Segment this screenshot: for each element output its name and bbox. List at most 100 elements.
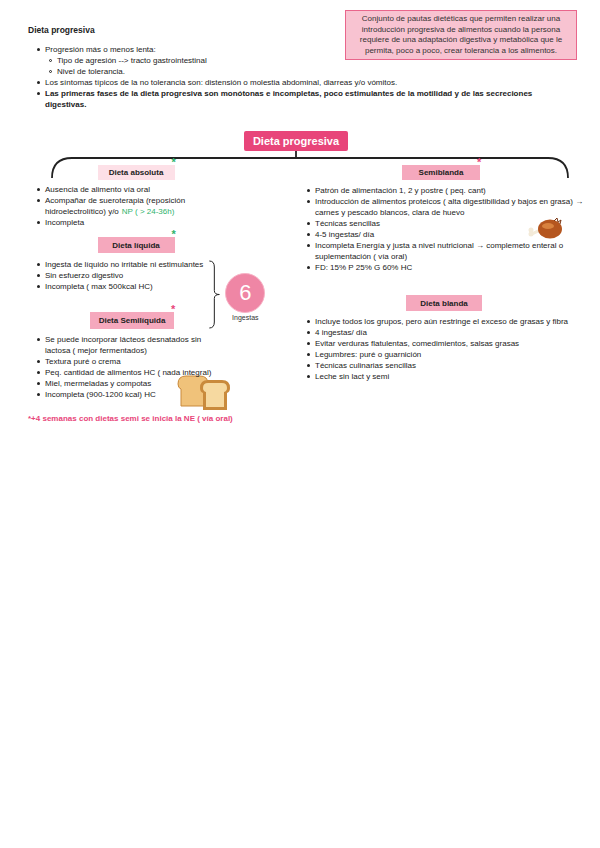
bullet-text: Evitar verduras flatulentas, comedimient…	[315, 339, 519, 348]
asterisk-mark: *	[172, 229, 176, 240]
asterisk-mark: *	[172, 157, 176, 168]
bullet-text: Progresión más o menos lenta:	[45, 45, 156, 54]
bullet-item: Técnicas sencillas	[300, 218, 585, 229]
node-text: Dieta líquida	[112, 241, 160, 250]
bullet-dot	[37, 338, 40, 341]
bullet-text: Miel, mermeladas y compotas	[45, 379, 151, 388]
count-caption: Ingestas	[215, 314, 275, 321]
bullet-text: Sin esfuerzo digestivo	[45, 271, 123, 280]
count-number: 6	[225, 273, 265, 313]
bullet-dot	[37, 393, 40, 396]
bullet-item: FD: 15% P 25% G 60% HC	[300, 262, 585, 273]
bullet-item: Técnicas culinarias sencillas	[300, 360, 585, 371]
bullet-dot	[49, 70, 52, 73]
bullet-dot	[37, 371, 40, 374]
bullet-item: Ausencia de alimento vía oral	[30, 184, 230, 195]
count-circle: 6Ingestas	[225, 273, 265, 327]
stage-label: Semiblanda	[402, 165, 480, 180]
bullet-dot	[307, 189, 310, 192]
bullet-item: Evitar verduras flatulentas, comedimient…	[300, 338, 585, 349]
stage-label: Dieta absoluta	[98, 165, 175, 180]
bullet-text: Las primeras fases de la dieta progresiv…	[45, 89, 532, 109]
bullet-dot	[307, 353, 310, 356]
node-text: Dieta absoluta	[109, 168, 164, 177]
bullet-dot	[37, 81, 40, 84]
stage-label: Dieta líquida	[98, 237, 175, 253]
bullet-text: Incompleta	[45, 218, 84, 227]
bullet-list: Progresión más o menos lenta: Tipo de agr…	[30, 44, 570, 110]
bullet-text: Ausencia de alimento vía oral	[45, 185, 150, 194]
bullet-item: Progresión más o menos lenta:	[30, 44, 570, 55]
bullet-dot	[307, 266, 310, 269]
bullet-item: Peq. cantidad de alimentos HC ( nada int…	[30, 367, 225, 378]
bullet-item: Incompleta ( max 500kcal HC)	[30, 281, 208, 292]
bullet-list: Ingesta de líquido no irritable ni estim…	[30, 259, 208, 292]
definition-callout: Conjunto de pautas dietéticas que permit…	[345, 10, 577, 60]
node-text: Conjunto de pautas dietéticas que permit…	[351, 14, 571, 56]
node-text: Dieta progresiva	[253, 135, 339, 147]
bullet-item: Sin esfuerzo digestivo	[30, 270, 208, 281]
bullet-text: Nivel de tolerancia.	[57, 67, 125, 76]
bullet-text: Incompleta ( max 500kcal HC)	[45, 282, 153, 291]
bullet-dot	[37, 188, 40, 191]
bullet-text: Los síntomas típicos de la no tolerancia…	[45, 78, 397, 87]
main-heading-box: Dieta progresiva	[244, 131, 348, 151]
chicken-icon	[529, 218, 563, 239]
bullet-item: Incluye todos los grupos, pero aún restr…	[300, 316, 585, 327]
bullet-item: Textura puré o crema	[30, 356, 225, 367]
circle-fill	[226, 273, 265, 312]
bracket-stem	[295, 151, 297, 158]
bullet-text: FD: 15% P 25% G 60% HC	[315, 263, 412, 272]
node-text: Dieta blanda	[420, 299, 468, 308]
bullet-dot	[307, 244, 310, 247]
bullet-dot	[37, 48, 40, 51]
bullet-text: Ingesta de líquido no irritable ni estim…	[45, 260, 203, 269]
page-title: Dieta progresiva	[28, 25, 95, 35]
bullet-item: Incompleta	[30, 217, 230, 228]
bullet-item: Se puede incorporar lácteos desnatados s…	[30, 334, 225, 356]
bullet-text: Incompleta Energía y justa a nivel nutri…	[315, 241, 563, 261]
bullet-item: Leche sin lact y semi	[300, 371, 585, 382]
bullet-text: Incluye todos los grupos, pero aún restr…	[315, 317, 568, 326]
footnote: *+4 semanas con dietas semi se inicia la…	[28, 414, 328, 423]
bullet-text: Leche sin lact y semi	[315, 372, 389, 381]
bullet-dot	[307, 320, 310, 323]
bullet-dot	[37, 274, 40, 277]
bullet-list: Incluye todos los grupos, pero aún restr…	[300, 316, 585, 382]
bullet-dot	[307, 222, 310, 225]
stage-label: Dieta blanda	[406, 295, 482, 311]
bullet-list: Se puede incorporar lácteos desnatados s…	[30, 334, 225, 400]
bullet-item: Introducción de alimentos proteicos ( al…	[300, 196, 585, 218]
bullet-text: Tipo de agresión --> tracto gastrointest…	[57, 56, 207, 65]
bullet-dot	[37, 382, 40, 385]
bullet-dot	[37, 263, 40, 266]
bullet-dot	[307, 200, 310, 203]
section-bracket	[52, 158, 568, 178]
bullet-text: Incompleta (900-1200 kcal) HC	[45, 390, 156, 399]
bullet-dot	[37, 92, 40, 95]
bullet-list: Patrón de alimentación 1, 2 y postre ( p…	[300, 185, 585, 273]
bullet-dot	[307, 342, 310, 345]
bullet-text: 4-5 ingestas/ día	[315, 230, 374, 239]
bullet-text: Legumbres: puré o guarnición	[315, 350, 421, 359]
bullet-item: Las primeras fases de la dieta progresiv…	[30, 88, 570, 110]
bullet-item: Los síntomas típicos de la no tolerancia…	[30, 77, 570, 88]
bullet-text: 4 ingestas/ día	[315, 328, 367, 337]
bullet-item: Incompleta Energía y justa a nivel nutri…	[300, 240, 585, 262]
bullet-text: Introducción de alimentos proteicos ( al…	[315, 197, 583, 217]
bullet-item: 4-5 ingestas/ día	[300, 229, 585, 240]
bullet-text: Textura puré o crema	[45, 357, 121, 366]
bullet-item: Acompañar de sueroterapia (reposición hi…	[30, 195, 230, 217]
bullet-text: Técnicas sencillas	[315, 219, 380, 228]
node-text: Dieta Semilíquida	[99, 316, 166, 325]
bullet-text: Patrón de alimentación 1, 2 y postre ( p…	[315, 186, 486, 195]
bullet-item: Miel, mermeladas y compotas	[30, 378, 225, 389]
toast-icon	[178, 376, 230, 410]
curly-brace	[209, 261, 219, 328]
bullet-dot	[49, 59, 52, 62]
bullet-dot	[37, 221, 40, 224]
bullet-item: Ingesta de líquido no irritable ni estim…	[30, 259, 208, 270]
bullet-dot	[37, 285, 40, 288]
bullet-dot	[307, 233, 310, 236]
